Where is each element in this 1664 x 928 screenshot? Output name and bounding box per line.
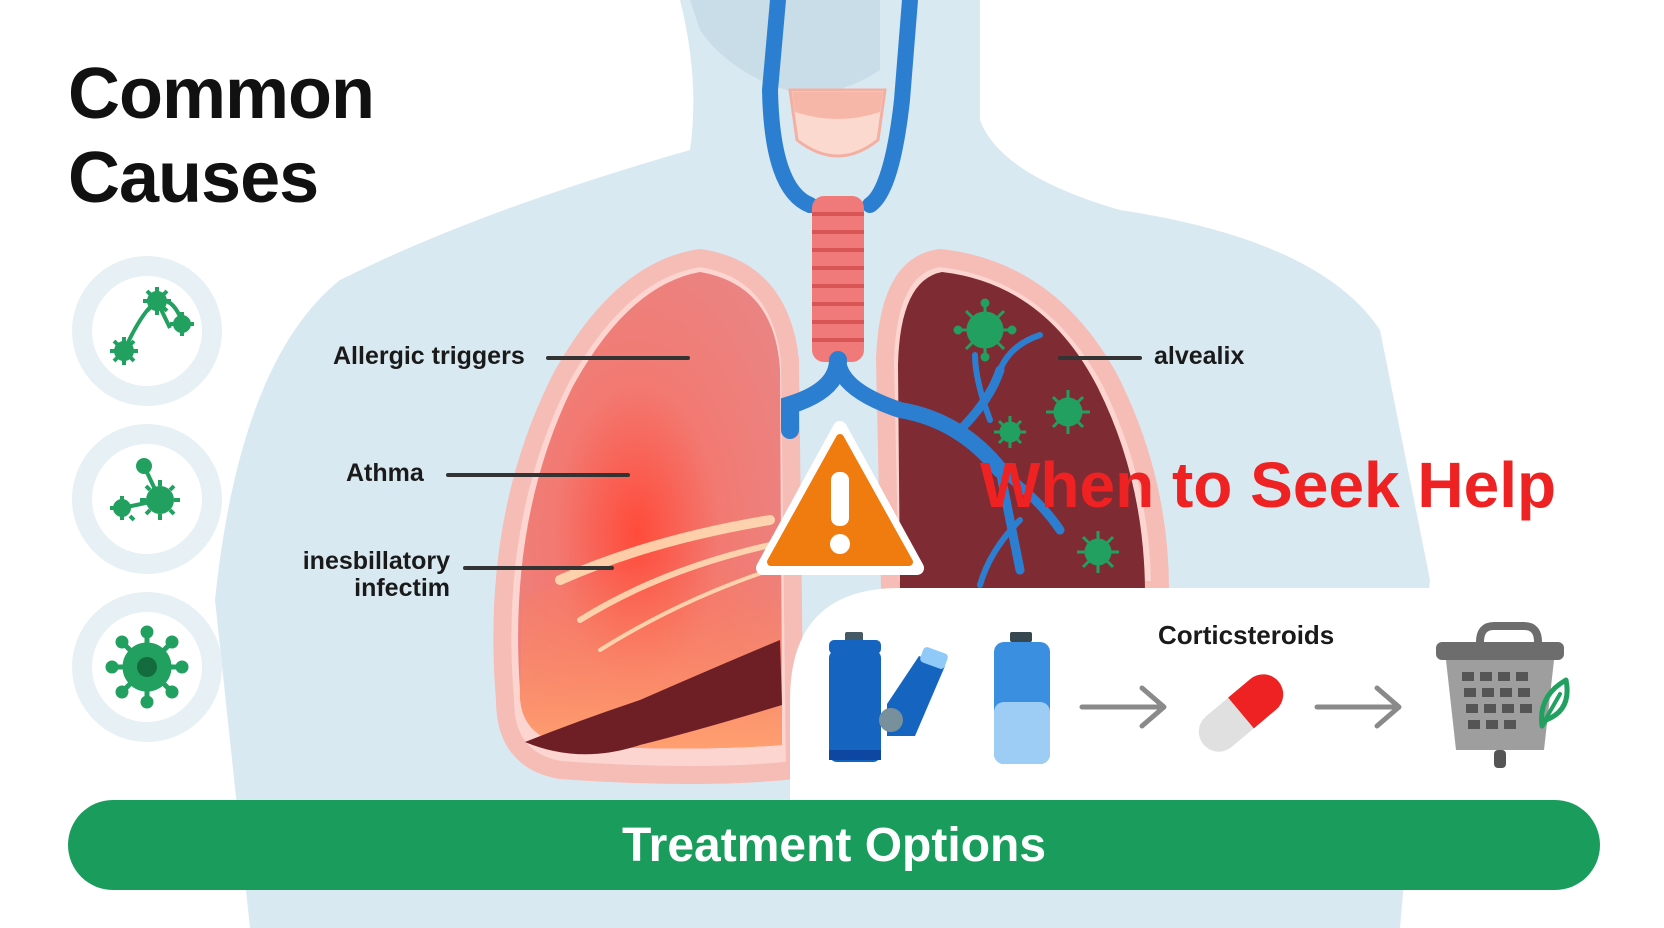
network-bacteria-icon: [110, 287, 194, 365]
label-inflammatory-infection: inesbillatory infectim: [282, 548, 450, 602]
airway-left: [761, 0, 818, 213]
cause-badge-2: [72, 424, 222, 574]
label-inflam-line-1: inesbillatory: [302, 547, 450, 575]
cause-badge-3: [72, 592, 222, 742]
title-line-1: Common: [68, 54, 375, 134]
cause-badge-1: [72, 256, 222, 406]
treatment-options-banner[interactable]: Treatment Options: [68, 800, 1600, 890]
warning-icon: [756, 421, 924, 575]
label-inflam-line-2: infectim: [354, 574, 450, 602]
arrow-right-icon-2: [1314, 685, 1402, 729]
canister-icon: [994, 632, 1050, 764]
page-title: Common Causes: [68, 52, 375, 220]
capsule-icon: [1198, 674, 1284, 752]
seek-help-heading: When to Seek Help: [980, 449, 1557, 521]
left-lung-base-shadow: [525, 640, 782, 755]
title-line-2: Causes: [68, 138, 319, 218]
treatment-options-label: Treatment Options: [621, 818, 1047, 872]
arrow-right-icon: [1079, 685, 1167, 729]
air-purifier-icon: [1436, 622, 1564, 768]
leaf-icon: [1539, 677, 1570, 729]
label-allergic-triggers: Allergic triggers: [333, 342, 525, 370]
virus-icon: [105, 625, 189, 709]
corticosteroids-label: Corticsteroids: [1158, 620, 1335, 650]
inhaler-icon: [829, 632, 948, 762]
label-alveoli: alvealix: [1154, 342, 1245, 370]
lung-virus-cluster: [953, 298, 1119, 573]
label-athma: Athma: [346, 459, 424, 487]
network-germ-icon: [110, 458, 180, 522]
airway-right: [862, 0, 918, 213]
leader-lines: [446, 356, 1142, 570]
